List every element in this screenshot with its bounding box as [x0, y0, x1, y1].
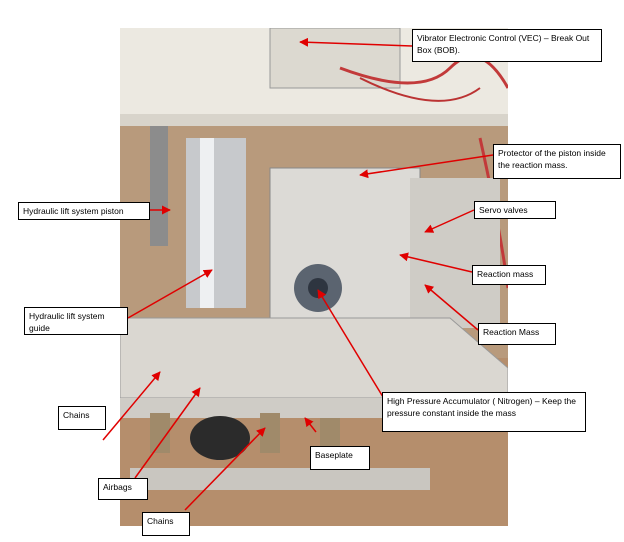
label-airbags: Airbags	[98, 478, 148, 500]
label-hydraulic-guide: Hydraulic lift system guide	[24, 307, 128, 335]
label-chains-1: Chains	[58, 406, 106, 430]
label-accumulator: High Pressure Accumulator ( Nitrogen) – …	[382, 392, 586, 432]
label-chains-2: Chains	[142, 512, 190, 536]
label-hydraulic-piston: Hydraulic lift system piston	[18, 202, 150, 220]
label-reaction-mass-1: Reaction mass	[472, 265, 546, 285]
label-protector: Protector of the piston inside the react…	[493, 144, 621, 179]
label-baseplate: Baseplate	[310, 446, 370, 470]
label-vec: Vibrator Electronic Control (VEC) – Brea…	[412, 29, 602, 62]
label-servo: Servo valves	[474, 201, 556, 219]
label-reaction-mass-2: Reaction Mass	[478, 323, 556, 345]
